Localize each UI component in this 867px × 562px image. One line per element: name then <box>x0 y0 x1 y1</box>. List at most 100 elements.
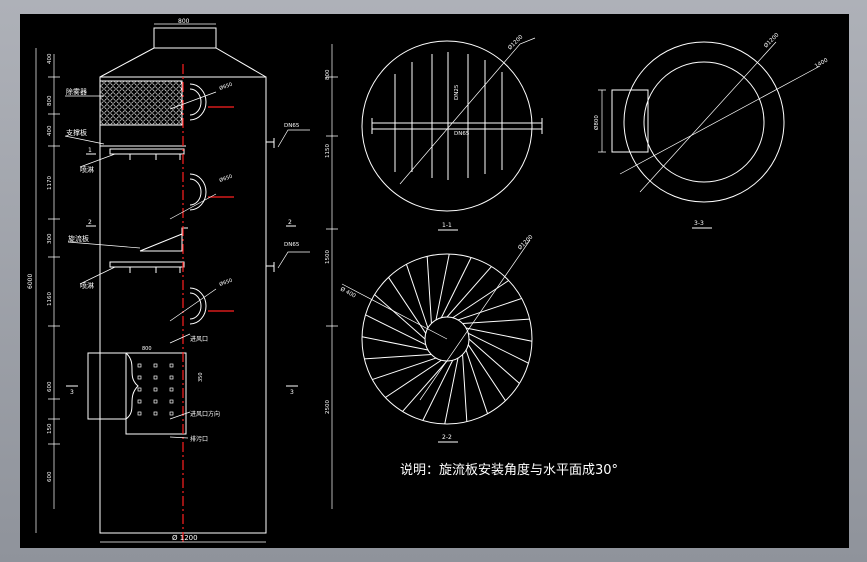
dim-total-height-label: 6000 <box>27 274 34 289</box>
top-cone <box>99 47 267 78</box>
cad-drawing: 800 Ø 1200 6000 400 800 400 1170 300 116… <box>27 18 830 543</box>
swirl-blade <box>372 357 437 381</box>
label-drain: 排污口 <box>190 435 208 443</box>
label-pipe-1: DN65 <box>284 123 300 129</box>
svg-text:Ø650: Ø650 <box>218 173 233 184</box>
svg-text:150: 150 <box>47 423 53 434</box>
view-3-3-title: 3-3 <box>694 220 704 227</box>
svg-text:1150: 1150 <box>325 144 331 158</box>
gas-inlet-duct <box>87 352 127 420</box>
swirl-blade <box>465 349 489 414</box>
svg-text:350: 350 <box>198 372 204 382</box>
svg-text:1170: 1170 <box>47 176 53 190</box>
spray-pipe-1 <box>109 148 185 155</box>
swirl-blade <box>457 297 522 321</box>
manhole-2 <box>189 173 207 211</box>
spray-nozzles-1 <box>129 154 181 160</box>
svg-text:3: 3 <box>70 389 74 396</box>
svg-text:Ø650: Ø650 <box>218 81 233 92</box>
swirl-blade <box>468 338 520 384</box>
spray-branches <box>394 52 503 180</box>
svg-text:3: 3 <box>290 389 294 396</box>
inlet-holes <box>137 363 174 416</box>
spray-pipe-2 <box>109 261 185 268</box>
swirl-blade <box>444 357 459 425</box>
view-1-1: Ø1200 DN25 DN65 1-1 <box>361 33 543 231</box>
swirl-blade <box>365 314 426 346</box>
svg-text:800: 800 <box>47 95 53 106</box>
dim-top-width: 800 <box>178 18 190 25</box>
svg-text:1160: 1160 <box>47 292 53 306</box>
svg-text:2: 2 <box>88 219 92 226</box>
label-pipe-2: DN65 <box>284 242 300 248</box>
label-deflector: 旋流板 <box>68 234 89 243</box>
svg-text:DN65: DN65 <box>454 131 470 137</box>
svg-text:1: 1 <box>88 147 92 154</box>
deflector-plate <box>139 227 188 252</box>
label-gas-inlet: 进风口 <box>190 335 208 343</box>
swirl-blade <box>361 336 429 351</box>
swirl-blade <box>388 277 427 334</box>
label-inlet-side: 进风口方向 <box>190 410 220 418</box>
svg-text:DN25: DN25 <box>454 84 460 100</box>
svg-text:400: 400 <box>47 53 53 64</box>
svg-text:800: 800 <box>325 69 331 80</box>
svg-text:300: 300 <box>47 233 53 244</box>
manhole-1 <box>189 83 207 121</box>
svg-text:Ø800: Ø800 <box>593 115 600 130</box>
view-1-1-title: 1-1 <box>442 222 452 229</box>
elevation-text: 800 Ø 1200 6000 400 800 400 1170 300 116… <box>27 18 331 542</box>
outlet-duct <box>153 27 217 49</box>
swirl-blade <box>468 332 529 364</box>
packing-layer <box>99 80 183 126</box>
svg-text:Ø650: Ø650 <box>218 277 233 288</box>
svg-text:600: 600 <box>47 381 53 392</box>
swirl-blade <box>465 327 533 342</box>
swirl-blade <box>462 354 468 422</box>
nozzle-right-2 <box>266 262 275 272</box>
svg-text:800: 800 <box>142 346 152 352</box>
swirl-blade <box>402 360 448 412</box>
label-packing: 除雾器 <box>66 87 87 96</box>
nozzle-right-1 <box>266 138 275 148</box>
swirl-blade <box>364 354 432 360</box>
swirl-blades <box>361 253 533 425</box>
swirl-blade <box>374 294 426 340</box>
view-3-3: Ø1200 1400 Ø800 3-3 <box>593 31 830 229</box>
label-spray-1: 喷淋 <box>80 165 94 174</box>
swirl-blade <box>452 280 509 319</box>
svg-text:2: 2 <box>288 219 292 226</box>
cad-canvas[interactable]: 800 Ø 1200 6000 400 800 400 1170 300 116… <box>20 14 849 548</box>
drawing-note: 说明：旋流板安装角度与水平面成30° <box>400 462 618 478</box>
spray-nozzles-2 <box>129 267 181 273</box>
view-2-2: Ø 400 Ø1200 2-2 <box>339 233 535 443</box>
swirl-blade <box>446 266 492 318</box>
view-2-2-outer <box>361 253 533 425</box>
svg-text:2500: 2500 <box>325 400 331 414</box>
svg-text:1500: 1500 <box>325 250 331 264</box>
svg-text:600: 600 <box>47 471 53 482</box>
label-support: 支撑板 <box>66 128 87 137</box>
swirl-blade <box>405 264 429 329</box>
swirl-blade <box>462 318 530 324</box>
svg-text:1400: 1400 <box>814 57 830 69</box>
label-spray-2: 喷淋 <box>80 281 94 290</box>
inlet-flange <box>125 352 187 435</box>
swirl-blade <box>426 256 432 324</box>
view-1-1-circle <box>361 40 533 212</box>
view-3-3-outer <box>623 41 785 203</box>
svg-text:Ø1200: Ø1200 <box>516 233 534 251</box>
swirl-blade <box>440 257 472 318</box>
swirl-blade <box>467 344 506 401</box>
view-3-3-inlet <box>611 89 649 153</box>
tower-elevation <box>35 23 338 543</box>
view-2-2-title: 2-2 <box>442 434 452 441</box>
swirl-blade <box>385 359 442 398</box>
view-3-3-inner <box>643 61 765 183</box>
manhole-3 <box>189 287 207 325</box>
inlet-break-line <box>125 352 139 420</box>
svg-text:Ø 400: Ø 400 <box>339 286 357 300</box>
swirl-blade <box>422 360 454 421</box>
spray-header <box>371 122 543 130</box>
